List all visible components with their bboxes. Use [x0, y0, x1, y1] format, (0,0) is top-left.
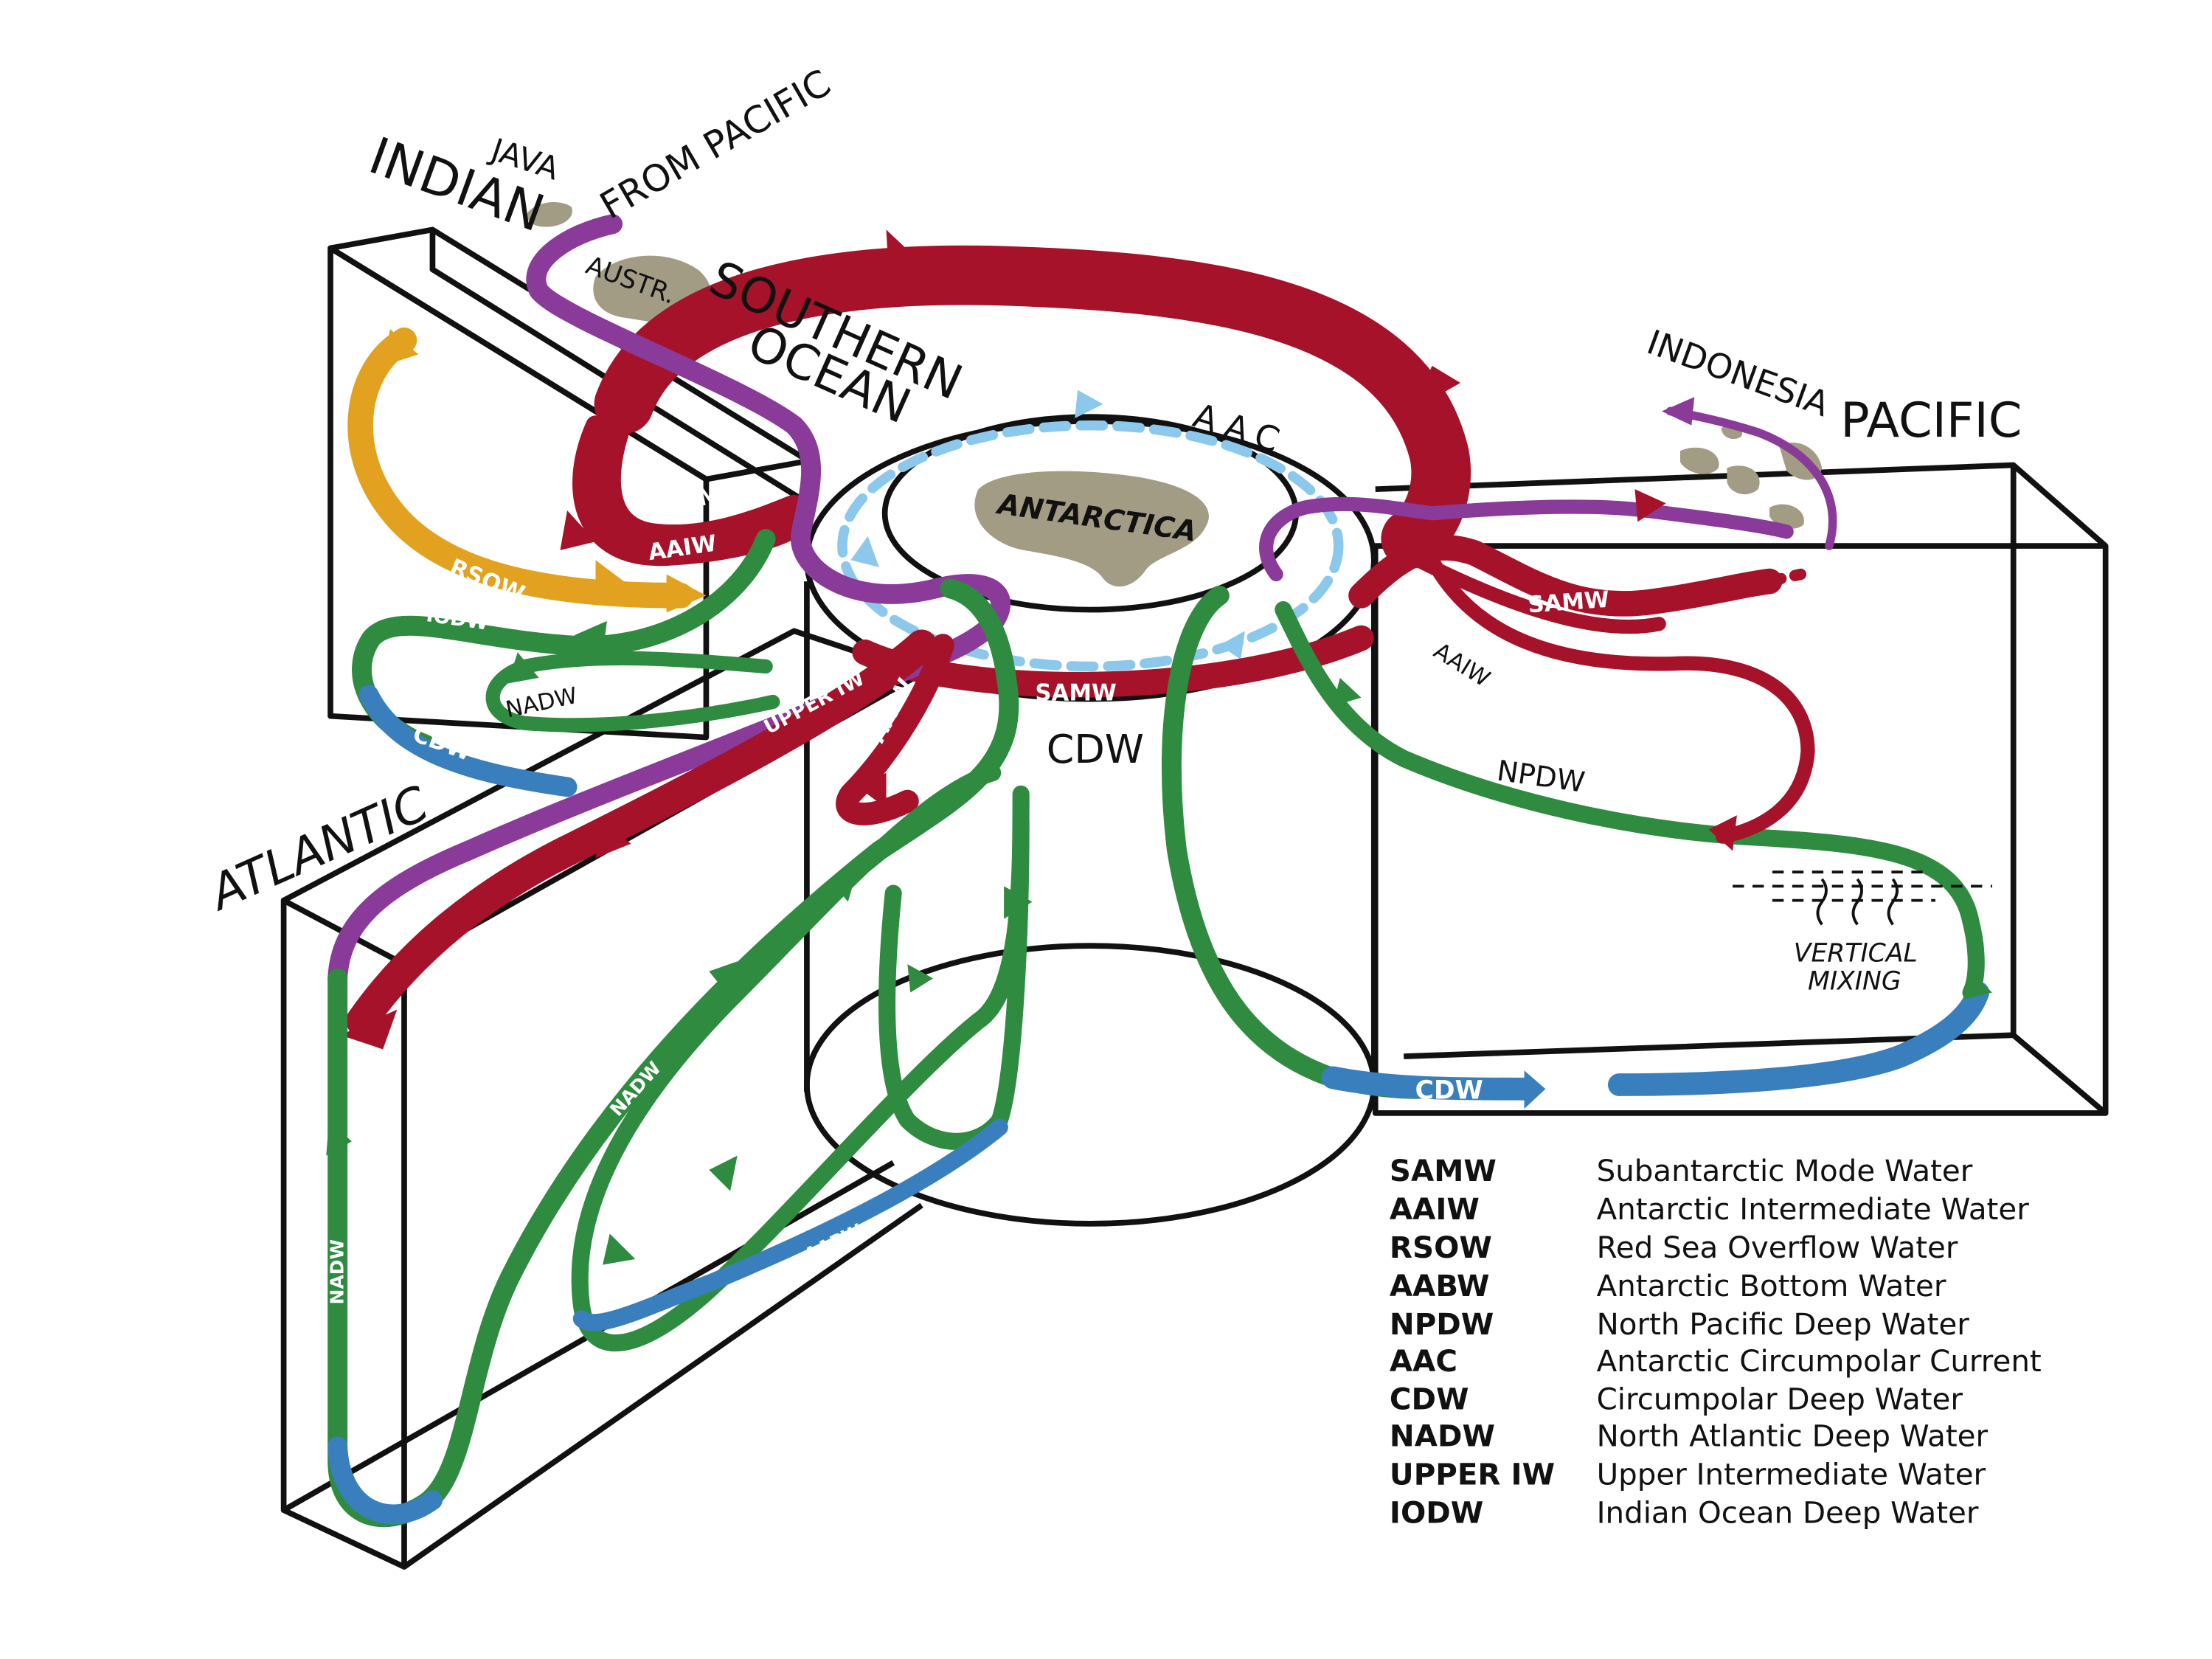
cdw-label-atlantic: CDW: [906, 839, 949, 893]
samw-label-pacific: SAMW: [1527, 586, 1610, 619]
nadw-label-atlantic-vert: NADW: [326, 1239, 347, 1305]
legend-desc: Upper Intermediate Water: [1597, 1458, 1986, 1492]
atlantic-green-loops: [326, 578, 1033, 1528]
pacific-label: PACIFIC: [1840, 392, 2022, 448]
legend-desc: Circumpolar Deep Water: [1597, 1382, 1963, 1417]
land-masses: [527, 201, 1823, 587]
legend-desc: Antarctic Bottom Water: [1597, 1269, 1946, 1303]
legend-abbr: AABW: [1390, 1269, 1490, 1303]
legend-abbr: UPPER IW: [1390, 1458, 1555, 1492]
cdw-label-center: CDW: [923, 714, 961, 768]
iodw-nadw-green-flow: [352, 528, 780, 797]
nadw-label-indian: NADW: [504, 682, 580, 724]
atlantic-label: ATLANTIC: [199, 775, 437, 922]
legend-desc: Red Sea Overflow Water: [1597, 1230, 1958, 1265]
legend-abbr: SAMW: [1390, 1154, 1497, 1188]
pacific-aaiw-flow: [1410, 489, 1815, 851]
legend-desc: Antarctic Intermediate Water: [1597, 1192, 2030, 1227]
upper-iw-flow: [340, 629, 954, 1050]
rsow-flow: [347, 328, 707, 613]
vertical-label: VERTICAL: [1794, 938, 1918, 968]
java-landmass: [527, 201, 572, 227]
legend-abbr: CDW: [1390, 1382, 1469, 1417]
legend-desc: Antarctic Circumpolar Current: [1597, 1344, 2042, 1379]
cdw-label-cylinder: CDW: [1047, 726, 1144, 772]
aaiw-label-pacific: AAIW: [1429, 637, 1494, 692]
samw-label-center: SAMW: [1035, 680, 1116, 707]
pacific-green-flow: [1161, 585, 1992, 1109]
vertical-mixing-marks: [1733, 870, 1992, 926]
aac-dashed-ring: [837, 389, 1344, 672]
from-pacific-label: FROM PACIFIC: [593, 61, 838, 227]
legend-abbr: RSOW: [1390, 1230, 1492, 1265]
legend-abbr: AAC: [1390, 1344, 1457, 1379]
red-arrow-head: [1410, 365, 1461, 412]
antarctica-landmass: [974, 471, 1209, 587]
cdw-label-pacific: CDW: [1415, 1076, 1483, 1106]
legend-abbr: NADW: [1390, 1419, 1495, 1454]
legend-abbr: NPDW: [1390, 1307, 1494, 1342]
legend-desc: North Pacific Deep Water: [1597, 1307, 1970, 1342]
legend-abbr: IODW: [1390, 1495, 1483, 1530]
mixing-label: MIXING: [1808, 967, 1901, 997]
red-arrow-head: [560, 510, 596, 550]
legend-abbr: AAIW: [1390, 1192, 1480, 1227]
legend-desc: North Atlantic Deep Water: [1597, 1419, 1989, 1454]
red-arrow-head: [886, 229, 936, 305]
atlantic-basin-box: [280, 628, 925, 1570]
legend-desc: Indian Ocean Deep Water: [1597, 1495, 1979, 1530]
legend: SAMW Subantarctic Mode Water AAIW Antarc…: [1390, 1154, 2042, 1530]
southern-ocean-red-loop: [560, 229, 1471, 569]
legend-desc: Subantarctic Mode Water: [1597, 1154, 1973, 1188]
